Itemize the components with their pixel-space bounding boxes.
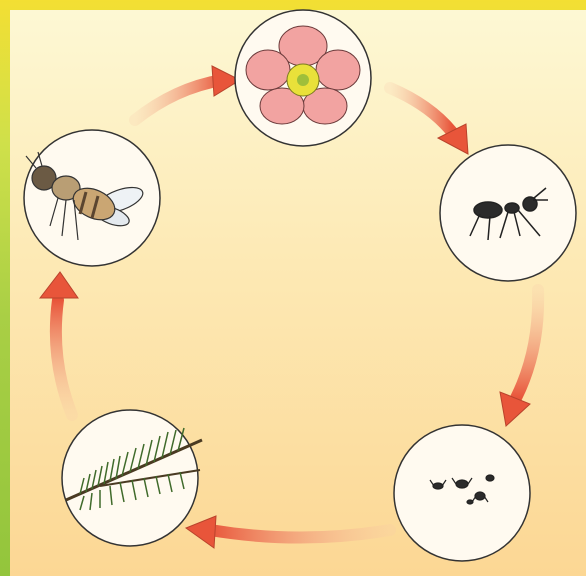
arrow-ant-to-insects xyxy=(500,290,538,426)
stage-flower xyxy=(235,10,371,146)
stage-small-insects xyxy=(394,425,530,561)
stage-fir-branch xyxy=(62,410,202,546)
stage-bee xyxy=(24,130,160,266)
arrow-insects-to-fir xyxy=(186,516,390,548)
arrow-flower-to-ant xyxy=(390,88,468,154)
stage-ant xyxy=(440,145,576,281)
arrow-bee-to-flower xyxy=(135,66,240,120)
arrow-fir-to-bee xyxy=(40,272,78,415)
